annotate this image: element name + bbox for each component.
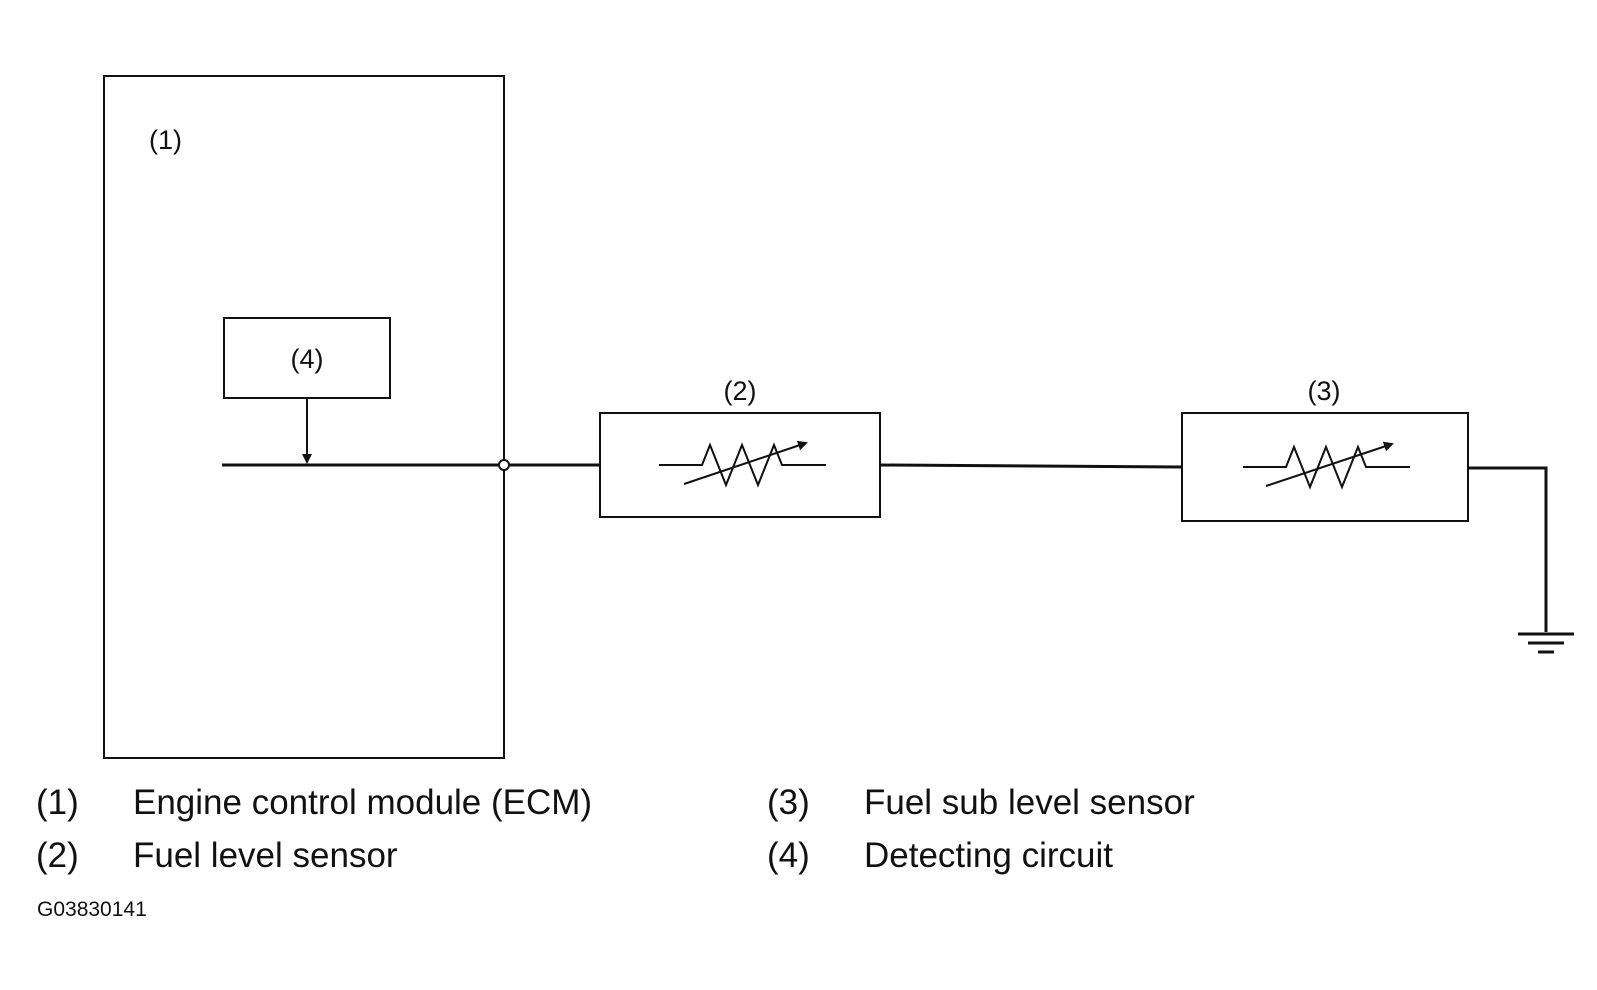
legend-number: (3) (767, 783, 810, 822)
wire-sensor3-to-ground (1468, 466, 1548, 632)
ecm-label: (1) (149, 125, 182, 155)
legend-number: (2) (36, 836, 79, 875)
fuel-sub-level-sensor-label: (3) (1308, 376, 1341, 406)
figure-code: G03830141 (37, 898, 147, 921)
legend-text: Detecting circuit (864, 836, 1113, 875)
ecm-box (103, 75, 505, 759)
ground-icon (1518, 632, 1574, 654)
ecm-terminal (498, 459, 510, 471)
legend-text: Engine control module (ECM) (133, 783, 593, 822)
legend-number: (4) (767, 836, 810, 875)
legend-text: Fuel sub level sensor (864, 783, 1195, 822)
detecting-circuit-label: (4) (291, 344, 324, 374)
variable-resistor-icon (1243, 441, 1410, 490)
fuel-level-sensor-label: (2) (724, 376, 757, 406)
legend-number: (1) (36, 783, 79, 822)
wire-sensor2-to-sensor3 (879, 463, 1183, 469)
variable-resistor-icon (659, 440, 826, 488)
legend-text: Fuel level sensor (133, 836, 398, 875)
